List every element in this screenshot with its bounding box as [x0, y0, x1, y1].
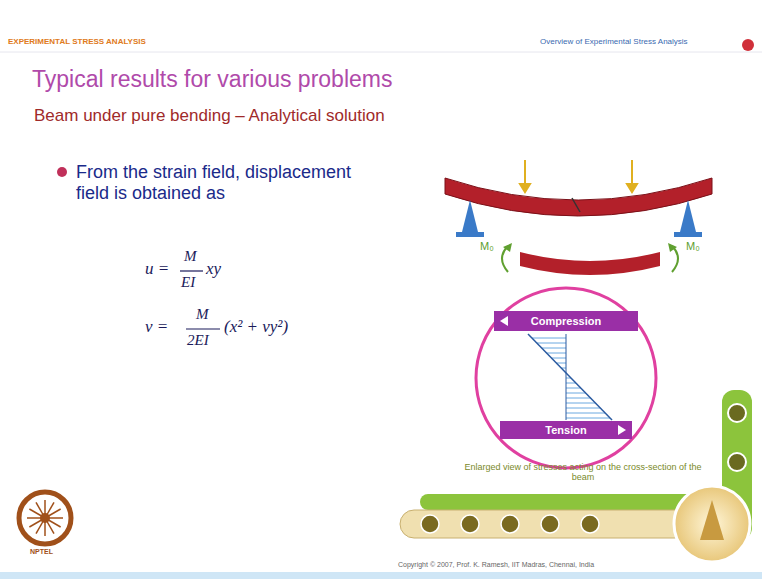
fraction-bar: [180, 270, 203, 271]
play-button: [728, 453, 746, 471]
section-mark: [572, 198, 580, 212]
moment-label: M₀: [686, 240, 700, 253]
support-base: [674, 232, 702, 237]
support: [462, 200, 478, 232]
iit-logo: [674, 486, 750, 562]
stress-band: Compression: [494, 311, 638, 331]
equation-part: M: [196, 306, 209, 323]
band-label: Tension: [545, 424, 586, 436]
subtitle: Beam under pure bending – Analytical sol…: [34, 106, 385, 126]
beam-segment: [520, 252, 660, 275]
pause-button: [728, 404, 746, 422]
fraction-bar: [186, 328, 220, 329]
equation-part: v =: [145, 317, 168, 337]
header-right: Overview of Experimental Stress Analysis: [540, 37, 688, 46]
beam: [445, 178, 712, 216]
header-left: EXPERIMENTAL STRESS ANALYSIS: [8, 37, 146, 46]
logo-spokes: [27, 500, 63, 536]
control-bar: [400, 510, 720, 538]
control-buttons: [421, 515, 599, 533]
moment-label: M₀: [480, 240, 494, 253]
logo-emblem: [700, 500, 724, 540]
header-rule: [0, 52, 762, 53]
equation-part: 2EI: [187, 332, 209, 349]
support: [680, 200, 696, 232]
bullet: [57, 167, 67, 177]
slide-title: Typical results for various problems: [32, 66, 392, 92]
support-base: [456, 232, 484, 237]
equation-part: xy: [206, 259, 221, 279]
figure-caption: Enlarged view of stresses acting on the …: [458, 462, 708, 483]
equation-part: (x² + νy²): [224, 317, 288, 337]
bullet-text: From the strain field, displacement fiel…: [76, 162, 376, 203]
bottom-strip: [0, 572, 762, 579]
stress-line: [528, 334, 612, 420]
equation-part: M: [184, 248, 197, 265]
load-arrows: [520, 160, 637, 192]
nptel-logo: [19, 492, 71, 544]
band-label: Compression: [531, 315, 601, 327]
progress-bar: [420, 494, 720, 510]
stress-band: Tension: [500, 421, 632, 439]
neutral-line: [566, 334, 567, 420]
logo-label: NPTEL: [30, 548, 53, 556]
copyright: Copyright © 2007, Prof. K. Ramesh, IIT M…: [398, 561, 594, 569]
equation-part: u =: [145, 259, 169, 279]
header-icon: [742, 39, 754, 51]
enlarged-view: [476, 288, 656, 468]
equation-part: EI: [181, 274, 195, 291]
